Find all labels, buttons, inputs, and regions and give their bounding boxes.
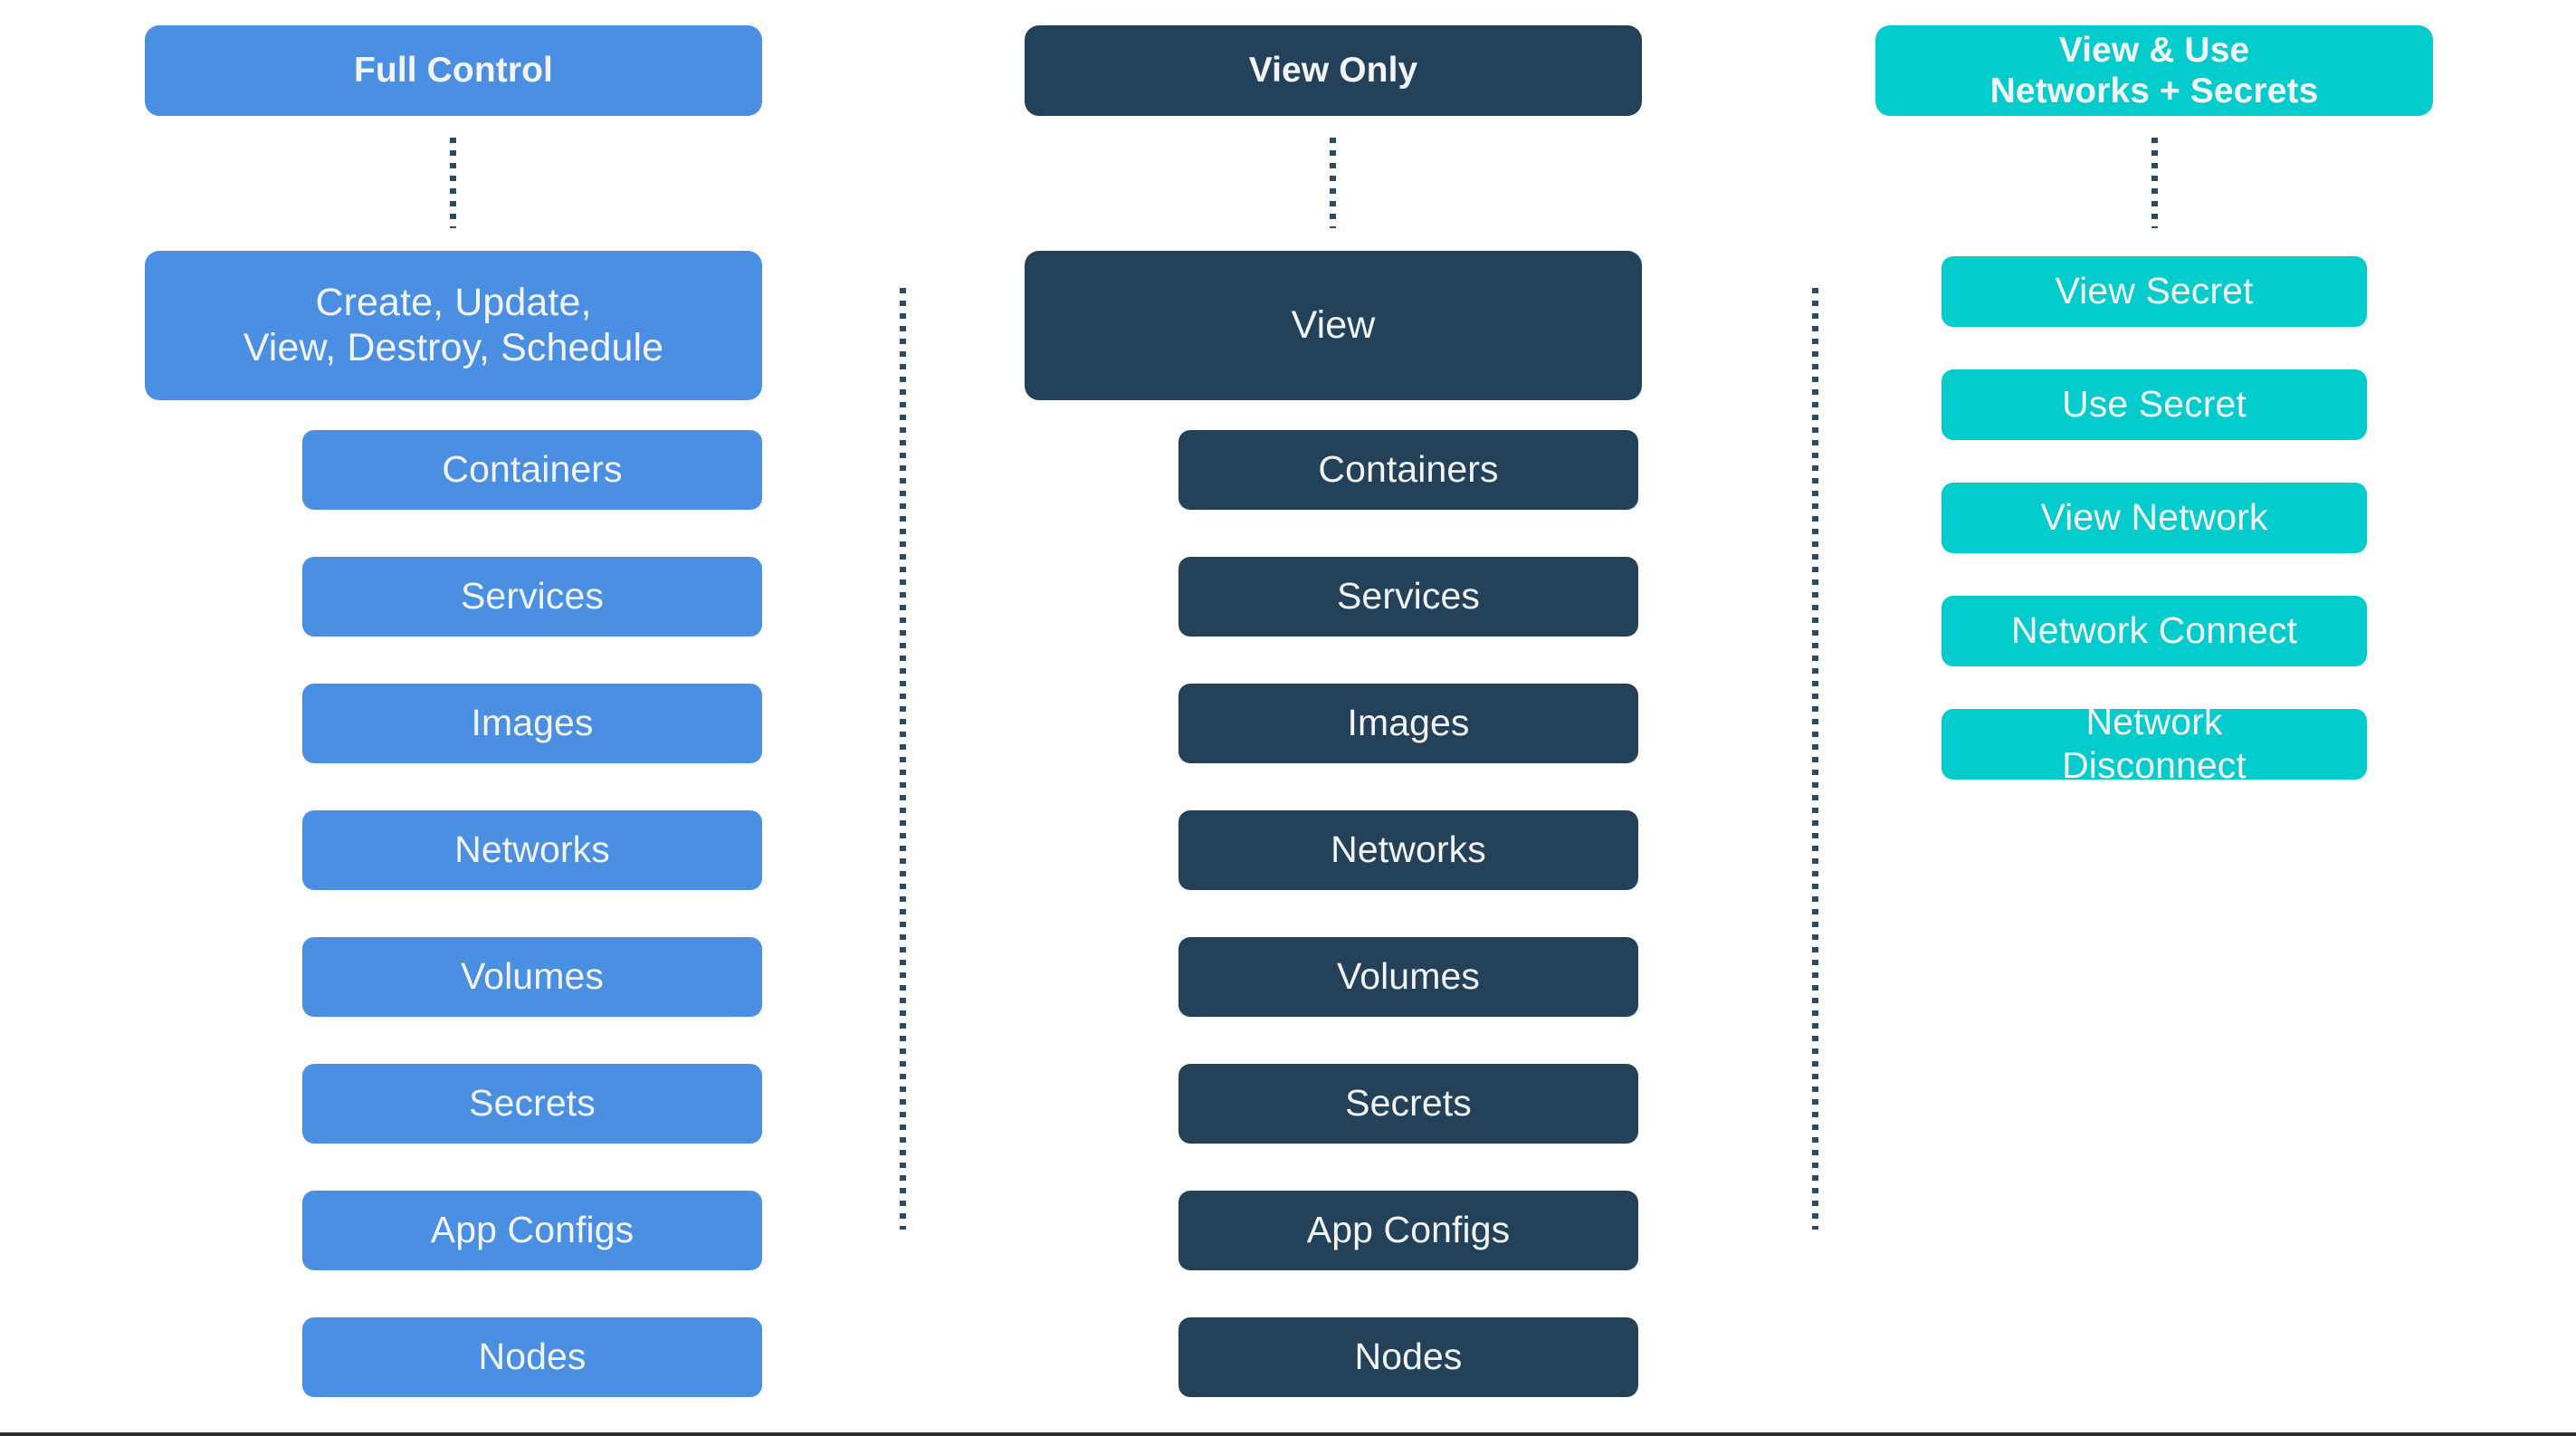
- item-box-full-control-services[interactable]: Services: [302, 557, 762, 637]
- item-box-full-control-images[interactable]: Images: [302, 684, 762, 763]
- item-box-view-and-use-network-disconnect[interactable]: Network Disconnect: [1942, 701, 2367, 786]
- slide-bottom-rule: [0, 1432, 2576, 1436]
- item-box-full-control-volumes[interactable]: Volumes: [302, 937, 762, 1017]
- item-box-full-control-secrets[interactable]: Secrets: [302, 1064, 762, 1144]
- item-box-view-and-use-network-connect[interactable]: Network Connect: [1942, 596, 2367, 666]
- item-box-full-control-app-configs[interactable]: App Configs: [302, 1191, 762, 1270]
- item-box-view-and-use-view-secret[interactable]: View Secret: [1942, 256, 2367, 327]
- column-summary-view-only[interactable]: View: [1025, 251, 1642, 400]
- column-header-full-control[interactable]: Full Control: [145, 25, 762, 116]
- item-box-view-only-secrets[interactable]: Secrets: [1178, 1064, 1638, 1144]
- column-header-view-and-use[interactable]: View & Use Networks + Secrets: [1875, 25, 2433, 116]
- item-box-view-only-nodes[interactable]: Nodes: [1178, 1317, 1638, 1397]
- item-box-view-and-use-use-secret[interactable]: Use Secret: [1942, 369, 2367, 440]
- item-box-view-only-containers[interactable]: Containers: [1178, 430, 1638, 510]
- item-box-view-only-networks[interactable]: Networks: [1178, 810, 1638, 890]
- item-box-view-only-images[interactable]: Images: [1178, 684, 1638, 763]
- column-header-view-only[interactable]: View Only: [1025, 25, 1642, 116]
- item-box-full-control-containers[interactable]: Containers: [302, 430, 762, 510]
- item-box-view-only-volumes[interactable]: Volumes: [1178, 937, 1638, 1017]
- item-box-view-only-services[interactable]: Services: [1178, 557, 1638, 637]
- column-separator-1: [900, 288, 906, 1230]
- column-separator-2: [1812, 288, 1818, 1230]
- connector-dots-full-control: [450, 138, 456, 228]
- column-summary-full-control[interactable]: Create, Update, View, Destroy, Schedule: [145, 251, 762, 400]
- connector-dots-view-only: [1330, 138, 1336, 228]
- item-box-full-control-networks[interactable]: Networks: [302, 810, 762, 890]
- item-box-full-control-nodes[interactable]: Nodes: [302, 1317, 762, 1397]
- item-box-view-and-use-view-network[interactable]: View Network: [1942, 483, 2367, 553]
- item-box-view-only-app-configs[interactable]: App Configs: [1178, 1191, 1638, 1270]
- connector-dots-view-and-use: [2151, 138, 2158, 228]
